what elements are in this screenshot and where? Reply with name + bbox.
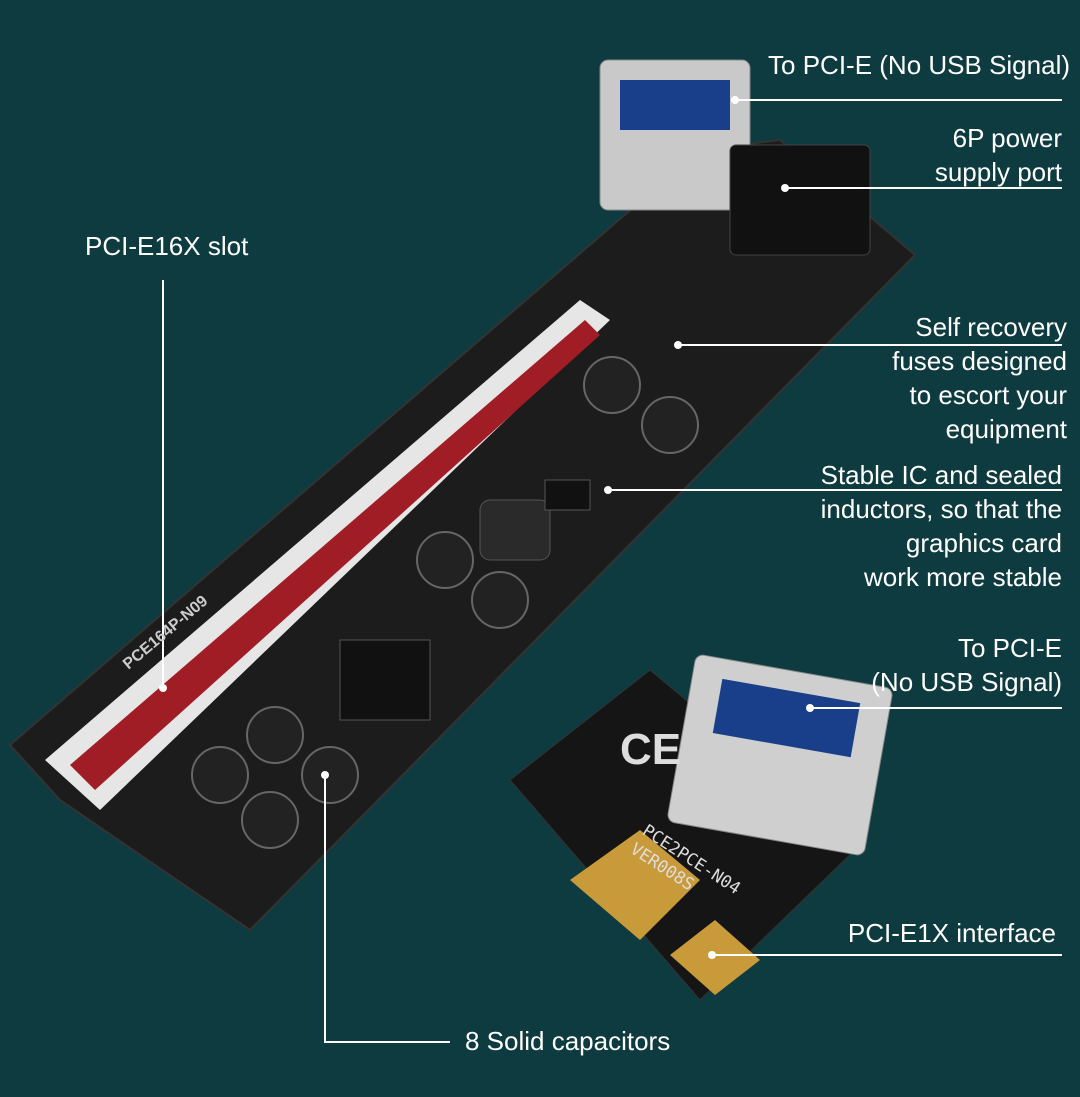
label-line: equipment: [945, 414, 1067, 444]
label-line: to escort your: [909, 380, 1067, 410]
label-line: graphics card: [905, 528, 1062, 558]
capacitor: [416, 531, 474, 589]
label-interface1x: PCI-E1X interface: [847, 918, 1056, 948]
capacitor: [471, 571, 529, 629]
capacitor: [301, 746, 359, 804]
regulator: [339, 639, 431, 721]
capacitor: [583, 356, 641, 414]
label-fuses: Self recovery fuses designed to escort y…: [892, 310, 1067, 446]
label-line: work more stable: [864, 562, 1062, 592]
inductor: [479, 499, 551, 561]
label-line: To PCI-E: [957, 633, 1062, 663]
ce-mark: CE: [620, 725, 682, 774]
usb-connector-bottom: [667, 654, 893, 856]
capacitor: [246, 706, 304, 764]
label-power-port: 6P power supply port: [935, 121, 1062, 189]
label-slot16x: PCI-E16X slot: [85, 231, 249, 261]
ic-chip: [544, 479, 591, 511]
gold-fingers: [570, 830, 700, 940]
capacitor: [241, 791, 299, 849]
callout-lines: [162, 99, 1062, 1043]
label-usb-bottom: To PCI-E (No USB Signal): [871, 631, 1062, 699]
six-pin-power-port: [729, 144, 871, 256]
capacitors: [191, 356, 699, 849]
label-line: Self recovery: [915, 312, 1067, 342]
label-line: fuses designed: [892, 346, 1067, 376]
capacitor: [191, 746, 249, 804]
label-line: (No USB Signal): [871, 667, 1062, 697]
label-line: Stable IC and sealed: [820, 460, 1062, 490]
label-line: supply port: [934, 157, 1062, 187]
label-usb-top: To PCI-E (No USB Signal): [768, 50, 1070, 80]
capacitor: [641, 396, 699, 454]
label-capacitors: 8 Solid capacitors: [465, 1026, 671, 1056]
label-line: inductors, so that the: [820, 494, 1062, 524]
label-line: 6P power: [952, 123, 1062, 153]
callout-dots: [159, 96, 814, 959]
label-ic: Stable IC and sealed inductors, so that …: [821, 458, 1062, 594]
